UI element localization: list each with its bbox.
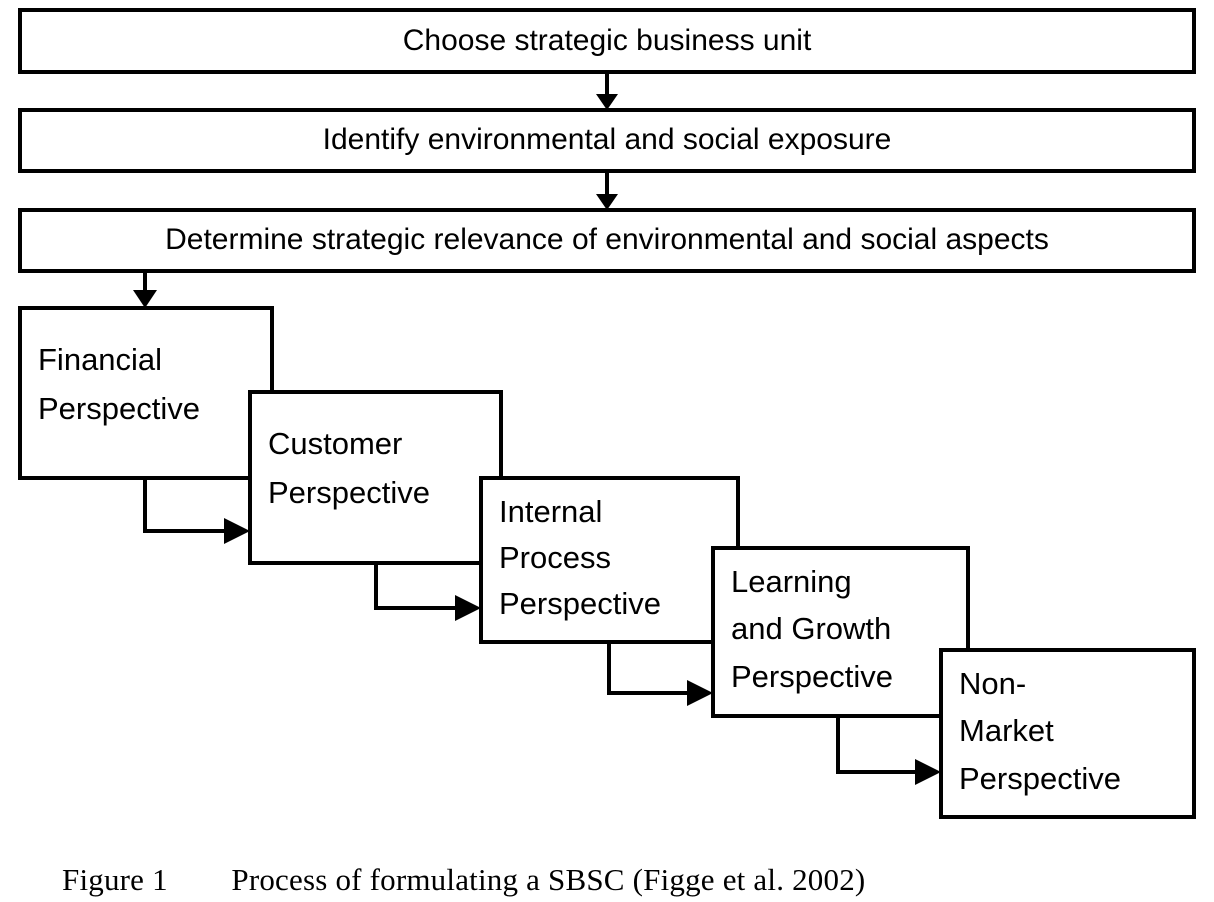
- perspective-label-line: Financial: [38, 342, 162, 377]
- connector-step1-to-step2: [596, 72, 618, 110]
- connector-financial-to-customer: [143, 478, 250, 544]
- perspective-box-learning-growth: Learning and Growth Perspective: [711, 546, 970, 718]
- perspective-label-line: Market: [959, 713, 1054, 748]
- perspective-label-line: Internal: [499, 494, 602, 529]
- arrow-head-right-icon: [687, 680, 713, 706]
- perspective-box-internal-process: Internal Process Perspective: [479, 476, 740, 644]
- perspective-box-financial: Financial Perspective: [18, 306, 274, 480]
- perspective-label-line: Perspective: [959, 761, 1121, 796]
- perspective-box-customer: Customer Perspective: [248, 390, 503, 565]
- perspective-label-line: Process: [499, 540, 611, 575]
- perspective-label-line: Customer: [268, 426, 402, 461]
- process-step-label: Identify environmental and social exposu…: [323, 123, 892, 156]
- connector-internal-process-to-learning-growth: [607, 642, 713, 706]
- connector-step2-to-step3: [596, 171, 618, 210]
- perspective-label-line: Perspective: [731, 659, 893, 694]
- connector-step3-to-financial: [133, 271, 157, 308]
- arrow-head-down-icon: [596, 94, 618, 110]
- arrow-head-down-icon: [596, 194, 618, 210]
- connector-elbow-line: [607, 642, 690, 695]
- process-step-choose-sbu: Choose strategic business unit: [18, 8, 1196, 74]
- perspective-label-line: Perspective: [268, 475, 430, 510]
- connector-elbow-line: [143, 478, 227, 533]
- connector-elbow-line: [836, 716, 918, 774]
- perspective-box-outline: [939, 648, 1196, 819]
- arrow-head-right-icon: [224, 518, 250, 544]
- process-step-label: Determine strategic relevance of environ…: [165, 223, 1049, 256]
- figure-caption: Figure 1 Process of formulating a SBSC (…: [62, 862, 866, 897]
- perspective-label-line: and Growth: [731, 611, 891, 646]
- process-step-label: Choose strategic business unit: [403, 24, 812, 57]
- arrow-head-right-icon: [915, 759, 941, 785]
- perspective-label-line: Perspective: [499, 586, 661, 621]
- process-step-identify-exposure: Identify environmental and social exposu…: [18, 108, 1196, 173]
- connector-elbow-line: [374, 563, 458, 610]
- arrow-head-right-icon: [455, 595, 481, 621]
- process-step-determine-relevance: Determine strategic relevance of environ…: [18, 208, 1196, 273]
- perspective-box-outline: [711, 546, 970, 718]
- connector-customer-to-internal-process: [374, 563, 481, 621]
- process-box-outline: [18, 8, 1196, 74]
- arrow-head-down-icon: [133, 290, 157, 308]
- connector-learning-growth-to-non-market: [836, 716, 941, 785]
- perspective-label-line: Perspective: [38, 391, 200, 426]
- perspective-label-line: Non-: [959, 666, 1026, 701]
- perspective-box-non-market: Non- Market Perspective: [939, 648, 1196, 819]
- perspective-label-line: Learning: [731, 564, 852, 599]
